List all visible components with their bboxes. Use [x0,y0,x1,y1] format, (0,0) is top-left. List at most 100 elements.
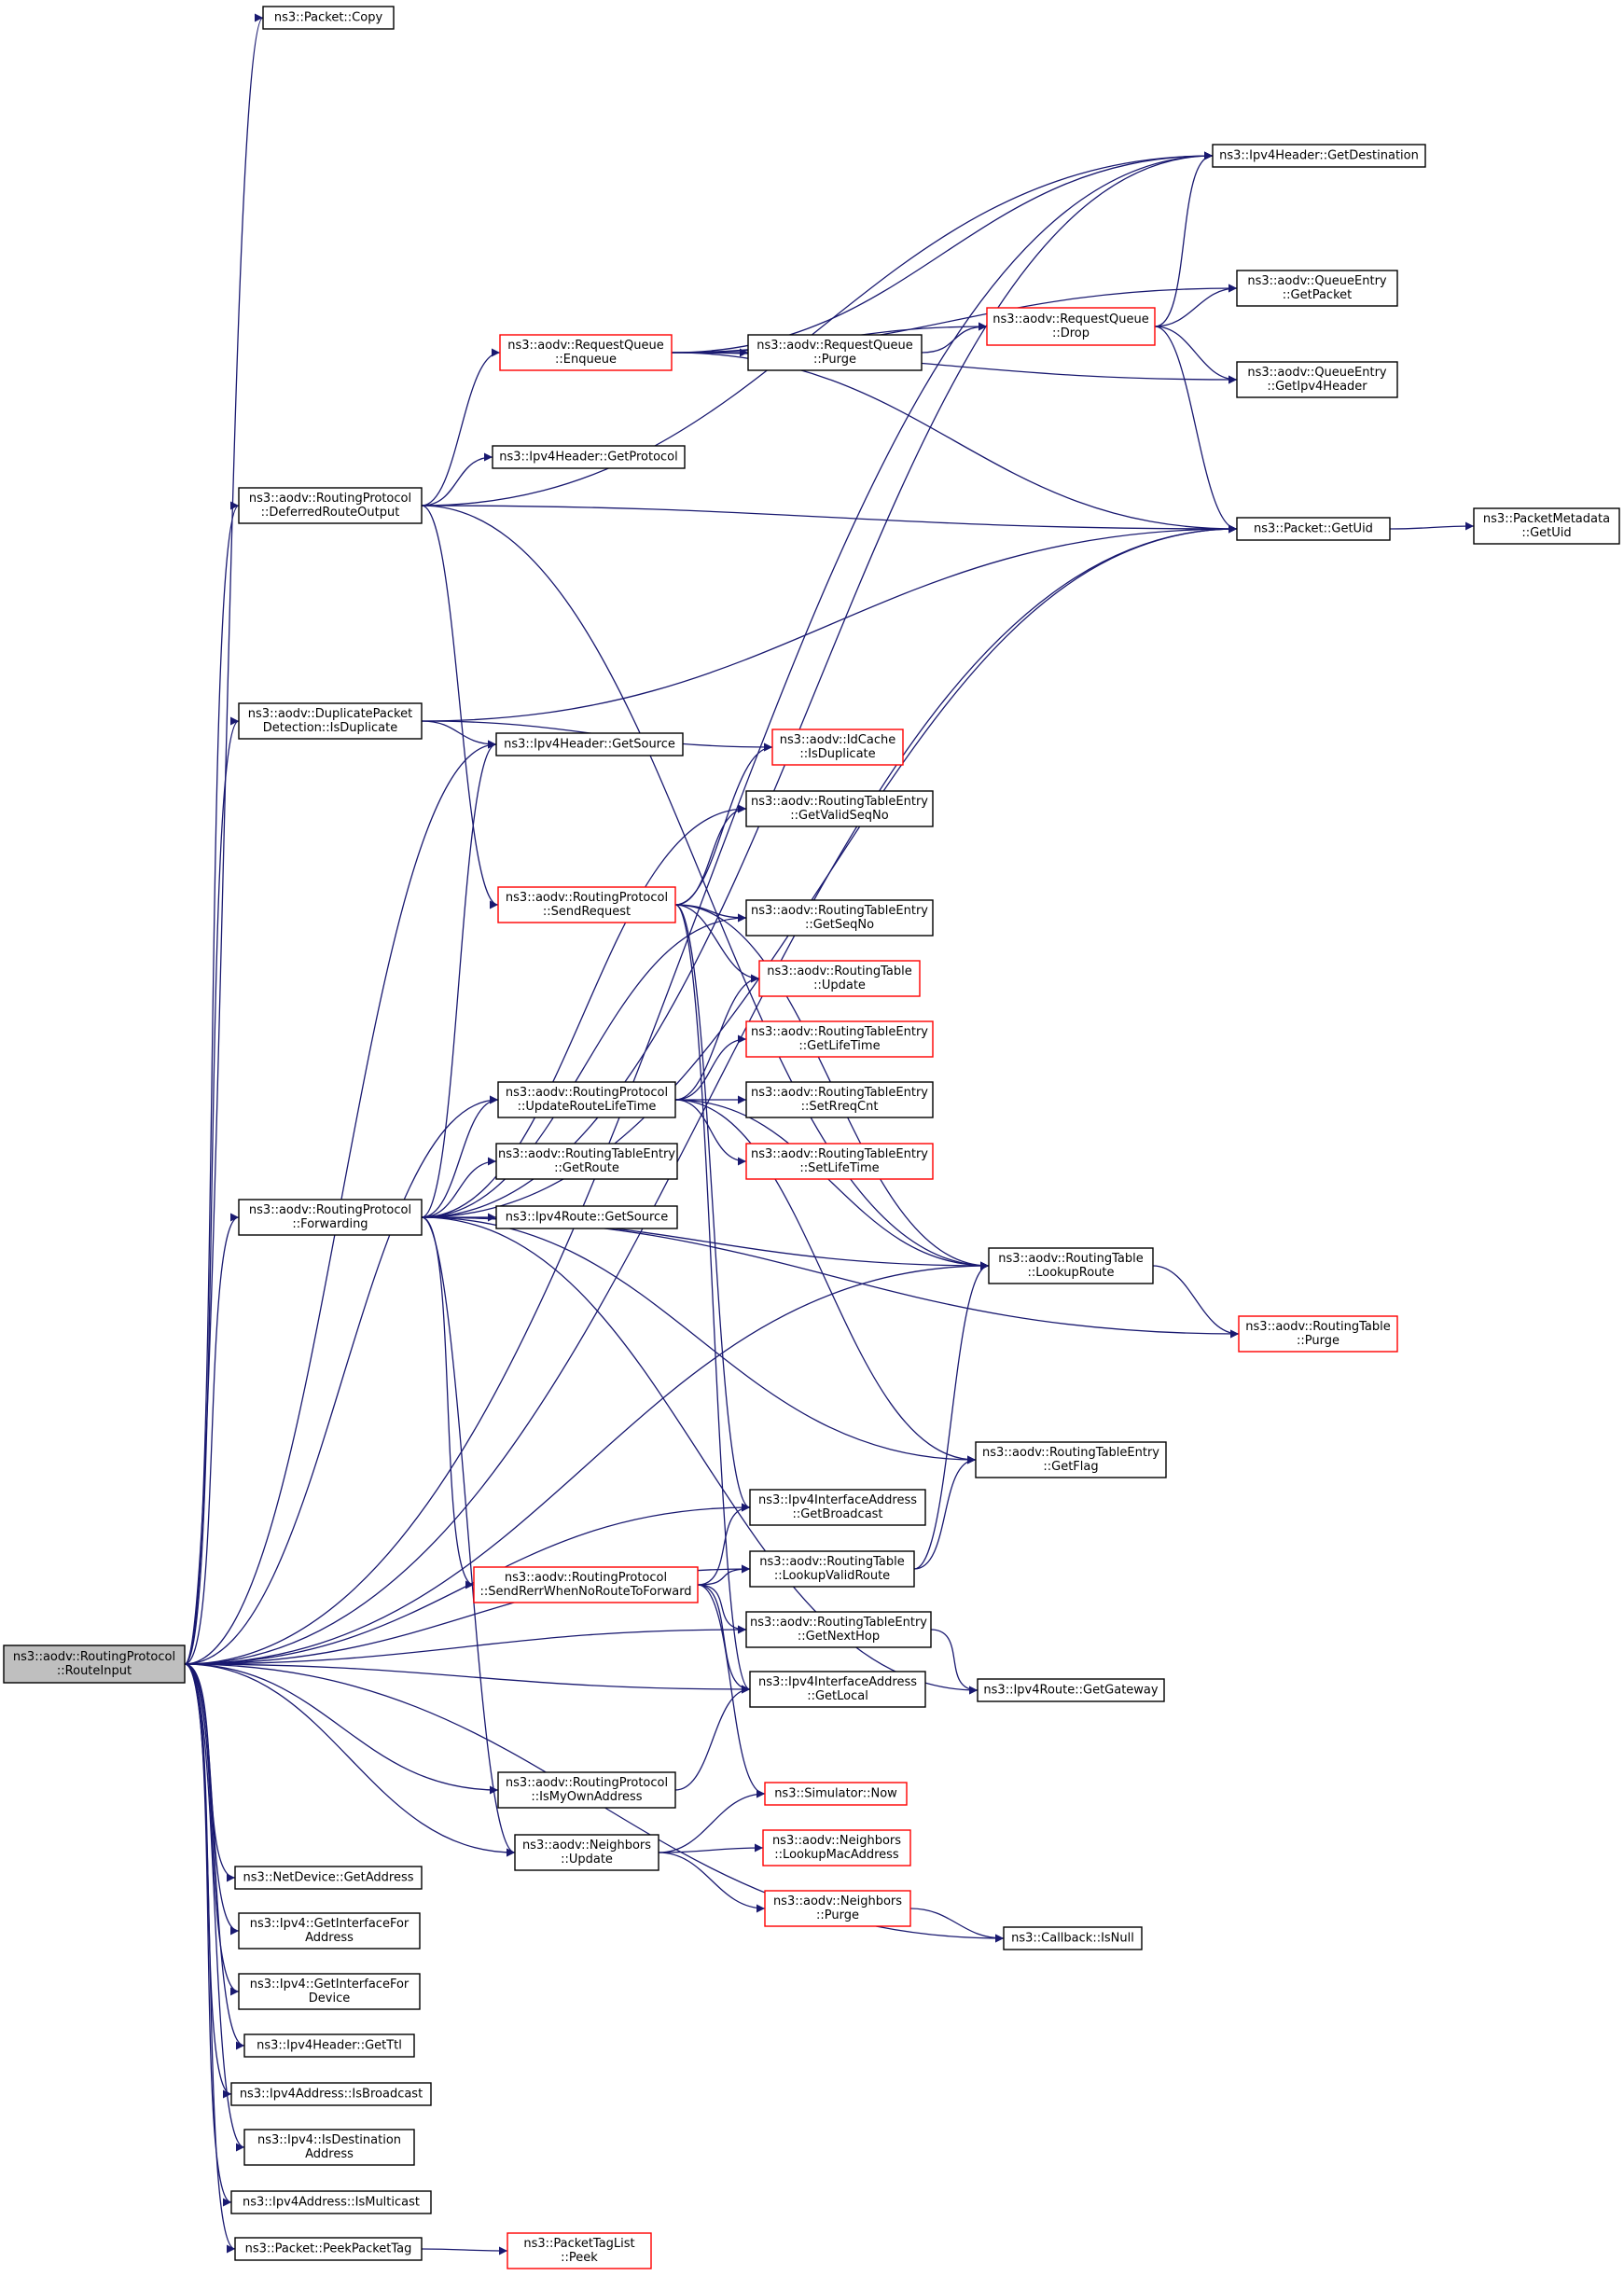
edge-routeinput-to-forwarding [184,1213,240,1665]
node-label-dpd_isdup-line-1: Detection::IsDuplicate [263,721,397,735]
node-routeinput[interactable]: ns3::aodv::RoutingProtocol::RouteInput [3,1645,186,1684]
node-label-updateroutelifetime-line-0: ns3::aodv::RoutingProtocol [506,1086,668,1100]
node-iia_getbroadcast[interactable]: ns3::Ipv4InterfaceAddress::GetBroadcast [749,1489,926,1526]
node-callback_isnull[interactable]: ns3::Callback::IsNull [1003,1926,1143,1950]
edge-routeinput-to-deferred [184,501,240,1665]
node-label-qe_getipv4header-line-0: ns3::aodv::QueueEntry [1247,366,1387,380]
node-label-ipv4_getifaddr-line-0: ns3::Ipv4::GetInterfaceFor [250,1917,409,1931]
node-label-netdevice_getaddress-line-0: ns3::NetDevice::GetAddress [243,1871,413,1885]
node-label-ptl_peek-line-0: ns3::PacketTagList [523,2237,634,2251]
node-rq_purge[interactable]: ns3::aodv::RequestQueue::Purge [747,334,923,371]
node-label-deferred-line-0: ns3::aodv::RoutingProtocol [249,492,411,506]
node-box-peekpackettag [234,2237,423,2261]
node-rte_getflag[interactable]: ns3::aodv::RoutingTableEntry::GetFlag [975,1441,1167,1478]
node-label-getttl-line-0: ns3::Ipv4Header::GetTtl [257,2039,402,2053]
node-forwarding[interactable]: ns3::aodv::RoutingProtocol::Forwarding [238,1199,423,1236]
node-label-rq_enqueue-line-0: ns3::aodv::RequestQueue [507,339,663,353]
node-copy[interactable]: ns3::Packet::Copy [262,6,395,30]
edge-updateroutelifetime-to-rte_setlifetime [674,1099,747,1166]
node-dpd_isdup[interactable]: ns3::aodv::DuplicatePacketDetection::IsD… [238,702,423,740]
node-ismyownaddress[interactable]: ns3::aodv::RoutingProtocol::IsMyOwnAddre… [497,1771,676,1809]
node-isbroadcast[interactable]: ns3::Ipv4Address::IsBroadcast [230,2082,432,2106]
node-qe_getipv4header[interactable]: ns3::aodv::QueueEntry::GetIpv4Header [1236,361,1398,398]
node-rte_setrreqcnt[interactable]: ns3::aodv::RoutingTableEntry::SetRreqCnt [745,1081,934,1118]
node-box-updateroutelifetime [497,1081,676,1118]
node-senderr[interactable]: ns3::aodv::RoutingProtocol::SendRerrWhen… [473,1566,699,1603]
node-box-sendrequest [497,886,676,923]
node-label-nb_lookupmac-line-0: ns3::aodv::Neighbors [772,1834,901,1848]
node-label-rte_getseqno-line-0: ns3::aodv::RoutingTableEntry [751,904,928,918]
node-rte_getlifetime[interactable]: ns3::aodv::RoutingTableEntry::GetLifeTim… [745,1020,934,1058]
node-ptl_peek[interactable]: ns3::PacketTagList::Peek [507,2232,652,2269]
node-label-iia_getbroadcast-line-0: ns3::Ipv4InterfaceAddress [758,1493,917,1507]
node-box-iia_getbroadcast [749,1489,926,1526]
node-box-nb_purge [764,1890,911,1927]
node-netdevice_getaddress[interactable]: ns3::NetDevice::GetAddress [234,1866,423,1890]
node-label-copy-line-0: ns3::Packet::Copy [274,11,383,25]
node-idcache_isdup[interactable]: ns3::aodv::IdCache::IsDuplicate [771,729,904,766]
node-box-rq_enqueue [499,334,673,371]
edge-routeinput-to-getuid [184,524,1238,1665]
node-rt_lookupvalidroute[interactable]: ns3::aodv::RoutingTable::LookupValidRout… [749,1550,915,1588]
node-nb_update[interactable]: ns3::aodv::Neighbors::Update [514,1834,659,1871]
node-label-rq_drop-line-1: ::Drop [1052,326,1090,340]
node-getuid[interactable]: ns3::Packet::GetUid [1236,517,1391,541]
node-nb_lookupmac[interactable]: ns3::aodv::Neighbors::LookupMacAddress [762,1829,911,1867]
node-rte_getroute[interactable]: ns3::aodv::RoutingTableEntry::GetRoute [495,1143,678,1180]
node-box-rte_setlifetime [745,1143,934,1180]
node-sendrequest[interactable]: ns3::aodv::RoutingProtocol::SendRequest [497,886,676,923]
node-label-rt_update-line-1: ::Update [813,978,866,992]
node-updateroutelifetime[interactable]: ns3::aodv::RoutingProtocol::UpdateRouteL… [497,1081,676,1118]
node-peekpackettag[interactable]: ns3::Packet::PeekPacketTag [234,2237,423,2261]
node-label-rte_setlifetime-line-0: ns3::aodv::RoutingTableEntry [751,1147,928,1161]
edge-updateroutelifetime-to-rt_update [674,974,760,1101]
node-rq_enqueue[interactable]: ns3::aodv::RequestQueue::Enqueue [499,334,673,371]
node-label-qe_getipv4header-line-1: ::GetIpv4Header [1267,380,1367,394]
node-box-rte_getlifetime [745,1020,934,1058]
node-rte_setlifetime[interactable]: ns3::aodv::RoutingTableEntry::SetLifeTim… [745,1143,934,1180]
node-box-rt_purge [1238,1315,1398,1353]
node-box-rt_update [758,960,921,997]
node-label-ismulticast-line-0: ns3::Ipv4Address::IsMulticast [243,2196,420,2210]
node-rte_getnexthop[interactable]: ns3::aodv::RoutingTableEntry::GetNextHop [745,1611,932,1648]
edge-routeinput-to-ismyownaddress [184,1663,499,1795]
node-ismulticast[interactable]: ns3::Ipv4Address::IsMulticast [230,2190,432,2214]
node-label-rte_getroute-line-0: ns3::aodv::RoutingTableEntry [498,1147,675,1161]
node-qe_getpacket[interactable]: ns3::aodv::QueueEntry::GetPacket [1236,270,1398,307]
node-getdest[interactable]: ns3::Ipv4Header::GetDestination [1212,144,1426,168]
node-rt_lookuproute[interactable]: ns3::aodv::RoutingTable::LookupRoute [988,1247,1154,1284]
node-ipv4route_getsource[interactable]: ns3::Ipv4Route::GetSource [495,1205,678,1229]
node-label-getsource-line-0: ns3::Ipv4Header::GetSource [504,738,675,752]
node-box-senderr [473,1566,699,1603]
node-iia_getlocal[interactable]: ns3::Ipv4InterfaceAddress::GetLocal [749,1671,926,1708]
node-getttl[interactable]: ns3::Ipv4Header::GetTtl [243,2033,415,2058]
node-nb_purge[interactable]: ns3::aodv::Neighbors::Purge [764,1890,911,1927]
edge-sendrequest-to-iia_getbroadcast [674,904,751,1512]
edge-deferred-to-getuid [421,505,1238,534]
node-label-rt_lookupvalidroute-line-1: ::LookupValidRoute [774,1569,890,1583]
edge-routeinput-to-isdestination [184,1663,245,2152]
edge-rq_drop-to-qe_getpacket [1154,284,1238,327]
node-label-routeinput-line-0: ns3::aodv::RoutingProtocol [13,1650,175,1664]
node-simulator_now[interactable]: ns3::Simulator::Now [764,1782,908,1806]
node-rq_drop[interactable]: ns3::aodv::RequestQueue::Drop [986,307,1156,346]
node-label-rt_purge-line-1: ::Purge [1297,1334,1339,1348]
node-getsource[interactable]: ns3::Ipv4Header::GetSource [495,732,684,756]
node-getprotocol[interactable]: ns3::Ipv4Header::GetProtocol [492,445,686,469]
node-label-qe_getpacket-line-0: ns3::aodv::QueueEntry [1247,274,1387,288]
node-rt_purge[interactable]: ns3::aodv::RoutingTable::Purge [1238,1315,1398,1353]
node-rte_getvalidseqno[interactable]: ns3::aodv::RoutingTableEntry::GetValidSe… [745,790,934,827]
node-deferred[interactable]: ns3::aodv::RoutingProtocol::DeferredRout… [238,487,423,524]
node-box-callback_isnull [1003,1926,1143,1950]
node-box-rt_lookupvalidroute [749,1550,915,1588]
node-label-rt_purge-line-0: ns3::aodv::RoutingTable [1245,1320,1390,1334]
node-rte_getseqno[interactable]: ns3::aodv::RoutingTableEntry::GetSeqNo [745,899,934,937]
node-pm_getuid[interactable]: ns3::PacketMetadata::GetUid [1473,507,1620,545]
node-rt_update[interactable]: ns3::aodv::RoutingTable::Update [758,960,921,997]
node-ipv4route_getgateway[interactable]: ns3::Ipv4Route::GetGateway [977,1678,1165,1702]
edge-senderr-to-iia_getbroadcast [697,1503,751,1586]
edge-routeinput-to-ipv4_getifaddr [184,1663,240,1936]
